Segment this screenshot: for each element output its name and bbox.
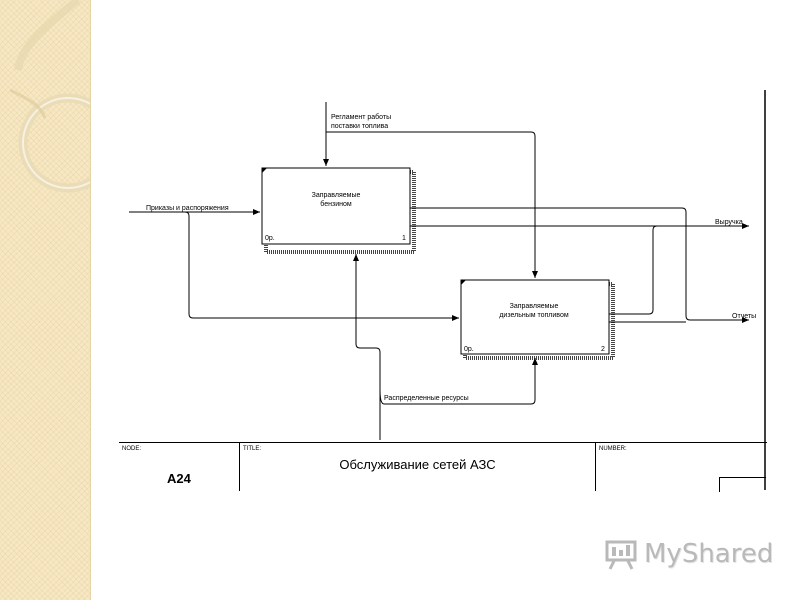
output-reports-label: Отчеты xyxy=(732,313,757,320)
box-1-label: Заправляемые бензином xyxy=(282,191,390,209)
box-2-label: Заправляемые дизельным топливом xyxy=(479,302,589,320)
node-cell: NODE: A24 xyxy=(119,443,240,491)
control-arrow-box-2 xyxy=(326,131,538,278)
box-2-corner-right: 2 xyxy=(601,346,605,353)
control-label-line-1: Регламент работы xyxy=(331,114,392,121)
diagram-title: Обслуживание сетей АЗС xyxy=(339,457,496,472)
number-cell: NUMBER: xyxy=(596,443,766,492)
decorative-rings xyxy=(9,0,90,193)
box-2-revenue-join xyxy=(609,225,658,315)
box-2-corner-left: 0р. xyxy=(464,346,474,353)
output-revenue-label: Выручка xyxy=(715,219,743,226)
watermark-logo: MyShared xyxy=(604,534,774,574)
watermark-text: MyShared xyxy=(644,539,774,569)
mechanism-arrow-box-1 xyxy=(353,254,381,440)
box-1-corner-mark xyxy=(262,168,267,173)
output-reports-arrow xyxy=(410,207,749,323)
box-1-label-line-1: Заправляемые xyxy=(311,192,361,199)
mechanism-arrow-label: Распределенные ресурсы xyxy=(384,395,469,402)
idef0-diagram: Заправляемые бензином 0р. 1 Заправляемые… xyxy=(119,90,767,492)
diagram-canvas xyxy=(129,90,766,490)
title-block: NODE: A24 TITLE: Обслуживание сетей АЗС … xyxy=(119,442,767,492)
box-1-label-line-2: бензином xyxy=(320,201,352,208)
decorative-strip xyxy=(0,0,91,600)
box-2-label-line-1: Заправляемые xyxy=(509,303,559,310)
box-1-corner-left: 0р. xyxy=(265,235,275,242)
number-subcell xyxy=(719,477,766,492)
control-arrow-label: Регламент работы поставки топлива xyxy=(331,113,391,131)
input-arrow-box-2 xyxy=(184,211,459,321)
box-1-corner-right: 1 xyxy=(402,235,406,242)
node-value: A24 xyxy=(167,471,191,486)
box-1[interactable] xyxy=(261,167,411,245)
box-2[interactable] xyxy=(460,279,610,355)
mechanism-arrow-box-2 xyxy=(379,358,538,405)
control-label-line-2: поставки топлива xyxy=(331,123,389,130)
presentation-board-icon xyxy=(605,540,637,570)
input-arrow-label: Приказы и распоряжения xyxy=(146,205,229,212)
title-caption: TITLE: xyxy=(243,446,262,452)
number-caption: NUMBER: xyxy=(599,446,627,452)
box-2-label-line-2: дизельным топливом xyxy=(499,312,569,319)
title-cell: TITLE: Обслуживание сетей АЗС xyxy=(240,443,596,491)
box-2-corner-mark xyxy=(461,280,466,285)
node-caption: NODE: xyxy=(122,446,142,452)
